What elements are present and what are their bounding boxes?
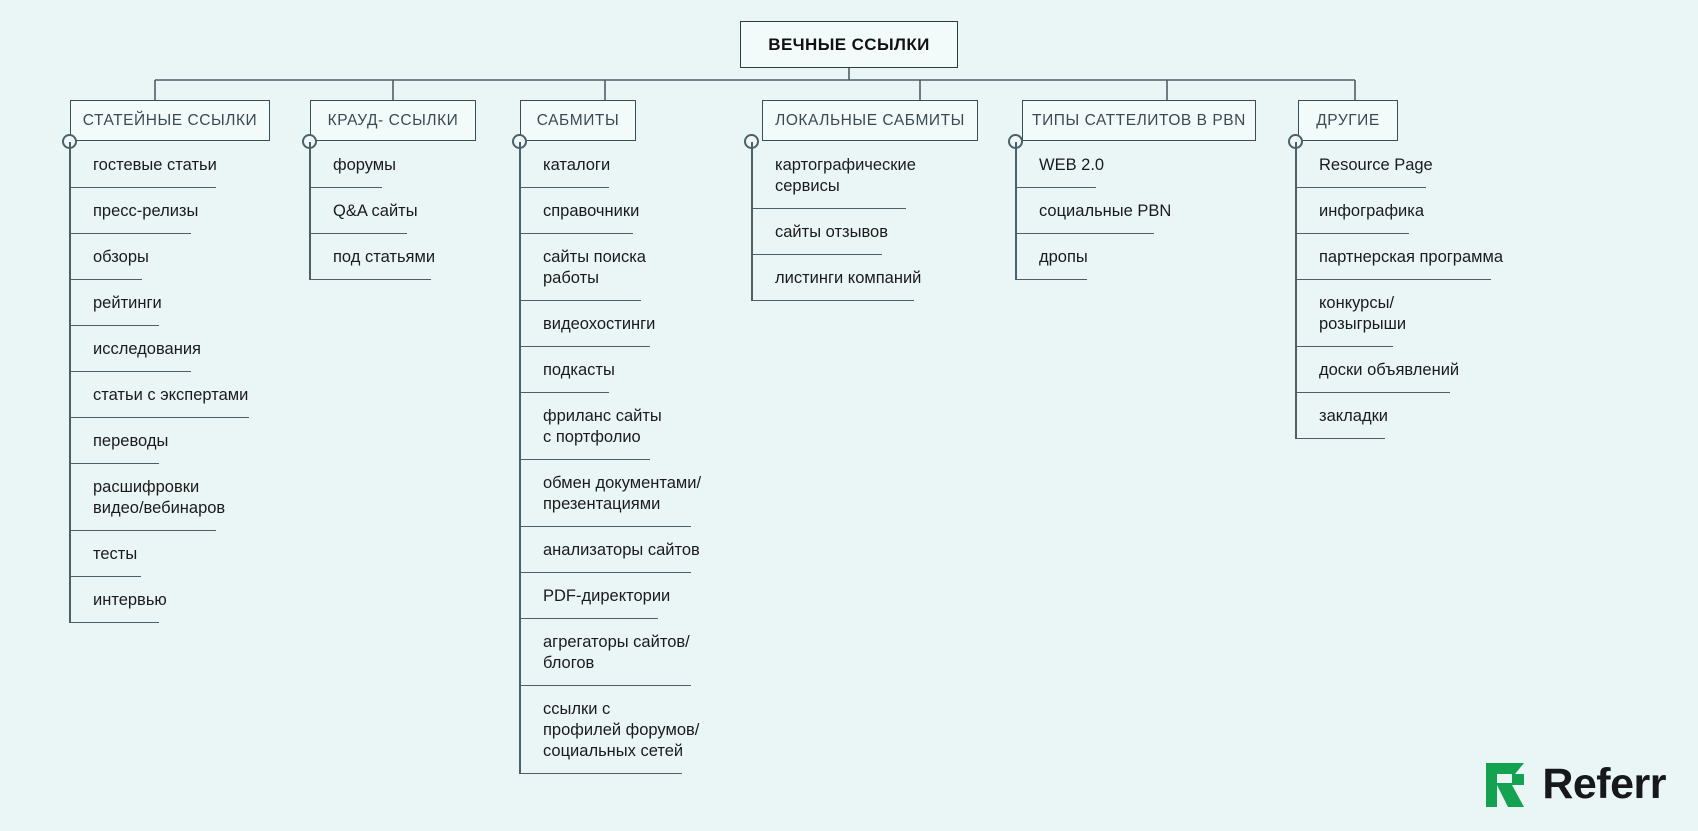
item-underline bbox=[521, 617, 658, 619]
category-box-kraud-ssylki[interactable]: КРАУД- ССЫЛКИ bbox=[310, 100, 476, 141]
list-item[interactable]: обзоры bbox=[71, 234, 259, 280]
item-underline bbox=[1297, 186, 1426, 188]
item-underline bbox=[311, 186, 383, 188]
item-underline bbox=[71, 278, 143, 280]
item-underline bbox=[1297, 437, 1385, 439]
item-underline bbox=[71, 529, 216, 531]
root-node-label: ВЕЧНЫЕ ССЫЛКИ bbox=[768, 34, 930, 54]
list-item[interactable]: переводы bbox=[71, 418, 259, 464]
item-underline bbox=[521, 458, 650, 460]
item-list: WEB 2.0 социальные PBN дропы bbox=[1015, 142, 1181, 280]
item-underline bbox=[753, 207, 907, 209]
list-item[interactable]: справочники bbox=[521, 188, 713, 234]
item-underline bbox=[521, 391, 609, 393]
list-item[interactable]: Q&A сайты bbox=[311, 188, 469, 234]
list-item[interactable]: PDF-директории bbox=[521, 573, 713, 619]
item-underline bbox=[753, 253, 882, 255]
item-list: Resource Page инфографика партнерская пр… bbox=[1295, 142, 1505, 439]
list-item[interactable]: инфографика bbox=[1297, 188, 1505, 234]
list-item[interactable]: интервью bbox=[71, 577, 259, 623]
brand-name: Referr bbox=[1542, 760, 1666, 808]
item-list: картографические сервисы сайты отзывов л… bbox=[751, 142, 941, 301]
list-item[interactable]: Resource Page bbox=[1297, 142, 1505, 188]
category-label: ТИПЫ САТТЕЛИТОВ В PBN bbox=[1032, 111, 1246, 129]
item-underline bbox=[521, 186, 609, 188]
item-underline bbox=[521, 684, 691, 686]
list-item[interactable]: гостевые статьи bbox=[71, 142, 259, 188]
list-item[interactable]: видеохостинги bbox=[521, 301, 713, 347]
item-underline bbox=[1017, 186, 1097, 188]
list-item[interactable]: WEB 2.0 bbox=[1017, 142, 1181, 188]
list-item[interactable]: сайты отзывов bbox=[753, 209, 941, 255]
list-item[interactable]: закладки bbox=[1297, 393, 1505, 439]
item-list: каталоги справочники сайты поиска работы… bbox=[519, 142, 713, 774]
list-item[interactable]: конкурсы/ розыгрыши bbox=[1297, 280, 1505, 347]
list-item[interactable]: форумы bbox=[311, 142, 469, 188]
category-label: КРАУД- ССЫЛКИ bbox=[327, 111, 459, 129]
list-item[interactable]: фриланс сайты с портфолио bbox=[521, 393, 713, 460]
list-item[interactable]: статьи с экспертами bbox=[71, 372, 259, 418]
item-underline bbox=[311, 232, 407, 234]
root-node: ВЕЧНЫЕ ССЫЛКИ bbox=[740, 21, 958, 68]
item-underline bbox=[521, 232, 634, 234]
list-item[interactable]: обмен документами/ презентациями bbox=[521, 460, 713, 527]
list-item[interactable]: тесты bbox=[71, 531, 259, 577]
item-underline bbox=[521, 345, 650, 347]
item-underline bbox=[1017, 232, 1154, 234]
item-underline bbox=[71, 621, 159, 623]
list-item[interactable]: агрегаторы сайтов/ блогов bbox=[521, 619, 713, 686]
list-item[interactable]: каталоги bbox=[521, 142, 713, 188]
list-item[interactable]: социальные PBN bbox=[1017, 188, 1181, 234]
list-item[interactable]: картографические сервисы bbox=[753, 142, 941, 209]
category-box-sabmity[interactable]: САБМИТЫ bbox=[520, 100, 636, 141]
list-item[interactable]: партнерская программа bbox=[1297, 234, 1505, 280]
list-item[interactable]: анализаторы сайтов bbox=[521, 527, 713, 573]
category-box-tipy-sattelitov-v-pbn[interactable]: ТИПЫ САТТЕЛИТОВ В PBN bbox=[1022, 100, 1256, 141]
item-underline bbox=[521, 525, 691, 527]
item-underline bbox=[71, 575, 141, 577]
item-underline bbox=[71, 416, 249, 418]
item-underline bbox=[1297, 391, 1451, 393]
item-underline bbox=[521, 571, 691, 573]
list-item[interactable]: расшифровки видео/вебинаров bbox=[71, 464, 259, 531]
list-item[interactable]: подкасты bbox=[521, 347, 713, 393]
list-item[interactable]: дропы bbox=[1017, 234, 1181, 280]
item-underline bbox=[1297, 278, 1492, 280]
item-underline bbox=[71, 232, 192, 234]
category-label: ЛОКАЛЬНЫЕ САБМИТЫ bbox=[775, 111, 965, 129]
list-item[interactable]: ссылки с профилей форумов/ социальных се… bbox=[521, 686, 713, 774]
item-underline bbox=[71, 370, 192, 372]
list-item[interactable]: листинги компаний bbox=[753, 255, 941, 301]
list-item[interactable]: сайты поиска работы bbox=[521, 234, 713, 301]
category-box-drugie[interactable]: ДРУГИЕ bbox=[1298, 100, 1398, 141]
item-underline bbox=[1297, 345, 1393, 347]
category-box-statejnye-ssylki[interactable]: СТАТЕЙНЫЕ ССЫЛКИ bbox=[70, 100, 270, 141]
referr-r-logo-icon bbox=[1482, 761, 1528, 809]
item-underline bbox=[1297, 232, 1410, 234]
item-underline bbox=[1017, 278, 1087, 280]
item-list: форумы Q&A сайты под статьями bbox=[309, 142, 469, 280]
list-item[interactable]: доски объявлений bbox=[1297, 347, 1505, 393]
item-list: гостевые статьи пресс-релизы обзоры рейт… bbox=[69, 142, 259, 623]
item-underline bbox=[521, 299, 642, 301]
category-label: СТАТЕЙНЫЕ ССЫЛКИ bbox=[82, 111, 258, 129]
category-label: ДРУГИЕ bbox=[1316, 111, 1380, 129]
item-underline bbox=[311, 278, 432, 280]
item-underline bbox=[71, 462, 159, 464]
category-box-lokalnye-sabmity[interactable]: ЛОКАЛЬНЫЕ САБМИТЫ bbox=[762, 100, 978, 141]
item-underline bbox=[753, 299, 915, 301]
item-underline bbox=[71, 324, 159, 326]
list-item[interactable]: рейтинги bbox=[71, 280, 259, 326]
list-item[interactable]: исследования bbox=[71, 326, 259, 372]
item-underline bbox=[71, 186, 216, 188]
list-item[interactable]: под статьями bbox=[311, 234, 469, 280]
item-underline bbox=[521, 772, 683, 774]
list-item[interactable]: пресс-релизы bbox=[71, 188, 259, 234]
category-label: САБМИТЫ bbox=[536, 111, 620, 129]
brand-logo: Referr bbox=[1482, 760, 1666, 809]
